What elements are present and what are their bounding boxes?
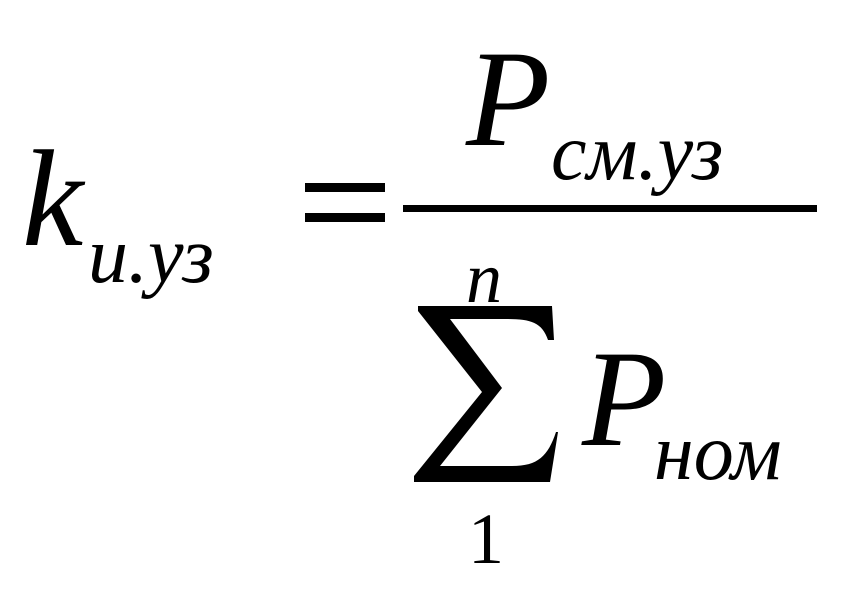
equals-sign-top-bar <box>305 183 385 192</box>
fraction-bar <box>403 205 817 212</box>
sum-lower-limit: 1 <box>468 499 504 579</box>
numerator-variable-p: P <box>466 22 551 175</box>
sum-upper-limit: n <box>466 238 502 318</box>
lhs-subscript: и.уз <box>88 212 214 300</box>
denominator-variable-p: P <box>582 322 667 475</box>
equals-sign-bottom-bar <box>305 213 385 222</box>
denominator-subscript: ном <box>654 409 782 497</box>
lhs-variable-k: k <box>22 122 84 275</box>
summation-sign-icon <box>414 306 558 482</box>
numerator-subscript: см.уз <box>551 109 724 197</box>
